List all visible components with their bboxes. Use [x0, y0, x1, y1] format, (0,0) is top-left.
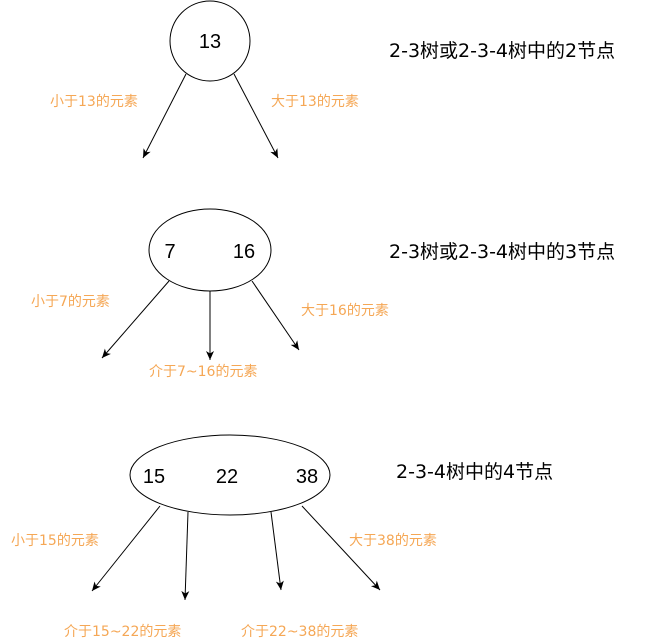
four-node-right-label: 大于38的元素 [349, 533, 437, 549]
three-node-key-right: 16 [233, 241, 255, 263]
three-node-left-edge [101, 280, 170, 359]
four-node-key-middle: 22 [216, 466, 238, 488]
three-node-title: 2-3树或2-3-4树中的3节点 [389, 241, 615, 263]
three-node-key-left: 7 [164, 241, 175, 263]
two-node-left-edge [142, 73, 187, 159]
four-node-left-edge [91, 505, 161, 592]
four-node-mid-left-edge [181, 511, 190, 601]
four-node-key-left: 15 [143, 466, 165, 488]
four-node-ellipse [129, 434, 331, 516]
three-node-left-label: 小于7的元素 [31, 294, 110, 310]
four-node-right-edge [301, 505, 381, 591]
three-node-right-label: 大于16的元素 [301, 303, 389, 319]
four-node-title: 2-3-4树中的4节点 [396, 461, 553, 483]
two-node-group: 13 小于13的元素 大于13的元素 2-3树或2-3-4树中的2节点 [50, 0, 615, 159]
three-node-right-edge [251, 280, 300, 351]
two-node-key: 13 [199, 31, 221, 53]
two-node-left-label: 小于13的元素 [50, 94, 138, 110]
three-node-middle-label: 介于7~16的元素 [149, 364, 257, 380]
four-node-mid-left-label: 介于15~22的元素 [64, 624, 181, 640]
four-node-left-label: 小于15的元素 [11, 533, 99, 549]
two-node-right-label: 大于13的元素 [271, 94, 359, 110]
three-node-group: 7 16 小于7的元素 介于7~16的元素 大于16的元素 2-3树或2-3-4… [31, 208, 615, 380]
four-node-mid-right-label: 介于22~38的元素 [241, 624, 358, 640]
four-node-key-right: 38 [296, 466, 318, 488]
two-node-title: 2-3树或2-3-4树中的2节点 [389, 40, 615, 62]
four-node-mid-right-edge [270, 511, 284, 591]
two-node-right-edge [233, 73, 279, 159]
four-node-group: 15 22 38 小于15的元素 介于15~22的元素 介于22~38的元素 大… [11, 434, 553, 640]
two-node-circle [169, 0, 251, 82]
